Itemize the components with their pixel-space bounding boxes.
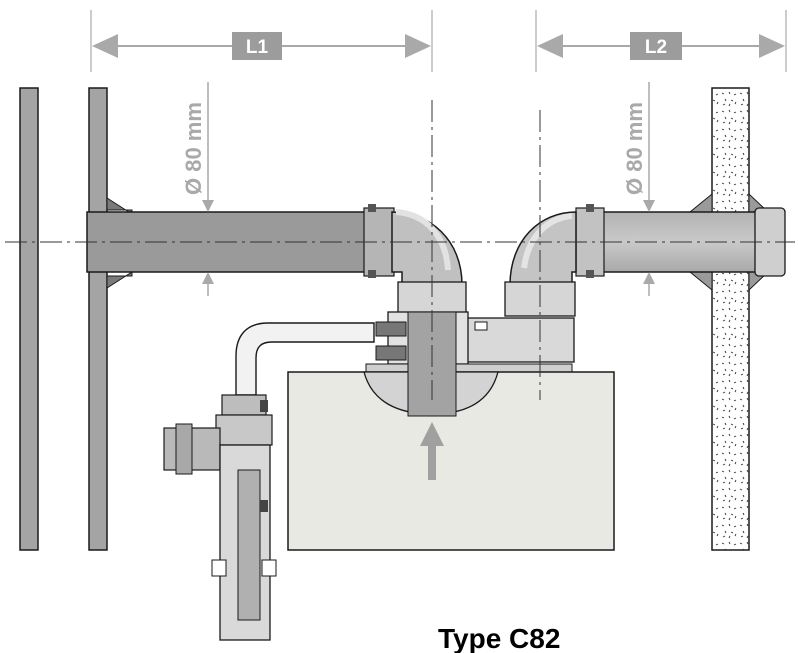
dimension-l1: L1 — [92, 32, 431, 60]
left-wall — [19, 87, 133, 551]
arrow-right-icon — [759, 34, 785, 58]
arrow-left-icon — [537, 34, 563, 58]
label-box-l1 — [232, 32, 282, 60]
label-l1: L1 — [246, 37, 269, 58]
arrow-right-icon — [405, 34, 431, 58]
type-label: Type C82 — [438, 623, 560, 653]
left-pipe — [86, 204, 395, 278]
diameter-label-right: Ø 80 mm — [622, 102, 647, 195]
right-wall — [688, 87, 770, 551]
flue-adapter — [365, 281, 576, 373]
centerlines — [5, 100, 795, 400]
label-box-l2 — [630, 32, 682, 60]
condensate-drain — [163, 322, 375, 641]
label-l2: L2 — [645, 37, 667, 58]
arrow-left-icon — [92, 34, 118, 58]
diameter-marker-left: Ø 80 mm — [181, 82, 214, 296]
flow-arrow-icon — [420, 422, 444, 480]
right-pipe — [575, 204, 786, 278]
dimension-l2: L2 — [537, 32, 785, 60]
diameter-marker-right: Ø 80 mm — [622, 82, 655, 296]
extension-lines — [90, 10, 787, 72]
diameter-label-left: Ø 80 mm — [181, 102, 206, 195]
